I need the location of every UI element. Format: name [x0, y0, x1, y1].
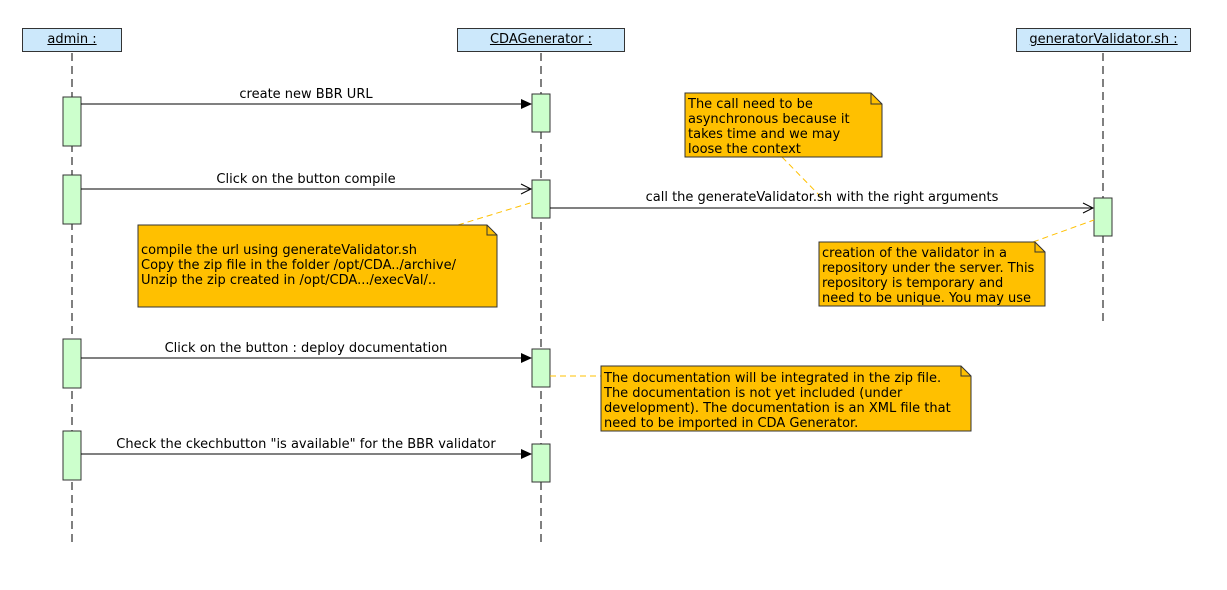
message-arrow-3: [550, 202, 1095, 214]
message-arrow-4: [81, 353, 532, 363]
cda-activation-4: [531, 443, 551, 483]
message-arrow-1: [81, 99, 532, 109]
lifeline-head-cdagenerator[interactable]: CDAGenerator :: [457, 28, 625, 52]
message-arrow-2: [81, 183, 533, 195]
note-link-compile: [457, 202, 531, 226]
note-link-creation: [1032, 219, 1095, 243]
admin-activation-1: [62, 96, 82, 147]
message-label-4: Click on the button : deploy documentati…: [164, 341, 448, 356]
message-label-1: create new BBR URL: [239, 87, 373, 102]
message-arrow-5: [81, 449, 532, 459]
message-label-5: Check the ckechbutton "is available" for…: [116, 437, 496, 452]
note-shape-async: [684, 92, 883, 158]
note-creation: creation of the validator in a repositor…: [822, 246, 1035, 306]
message-label-3: call the generateValidator.sh with the r…: [645, 190, 999, 205]
lifeline-head-generatorvalidator[interactable]: generatorValidator.sh :: [1016, 28, 1191, 52]
note-shape-documentation: [600, 365, 972, 432]
cda-activation-1: [531, 93, 551, 133]
note-compile: compile the url using generateValidator.…: [141, 243, 456, 288]
note-shape-compile: [137, 224, 498, 308]
note-documentation: The documentation will be integrated in …: [604, 371, 951, 431]
note-async: The call need to be asynchronous because…: [688, 97, 850, 157]
message-label-2: Click on the button compile: [216, 172, 396, 187]
note-shape-creation: [818, 241, 1046, 307]
cda-activation-3: [531, 348, 551, 388]
cda-activation-2: [531, 179, 551, 219]
validator-activation: [1093, 197, 1113, 237]
lifeline-head-admin[interactable]: admin :: [22, 28, 122, 52]
admin-activation-3: [62, 338, 82, 389]
admin-activation-4: [62, 430, 82, 481]
admin-activation-2: [62, 174, 82, 225]
